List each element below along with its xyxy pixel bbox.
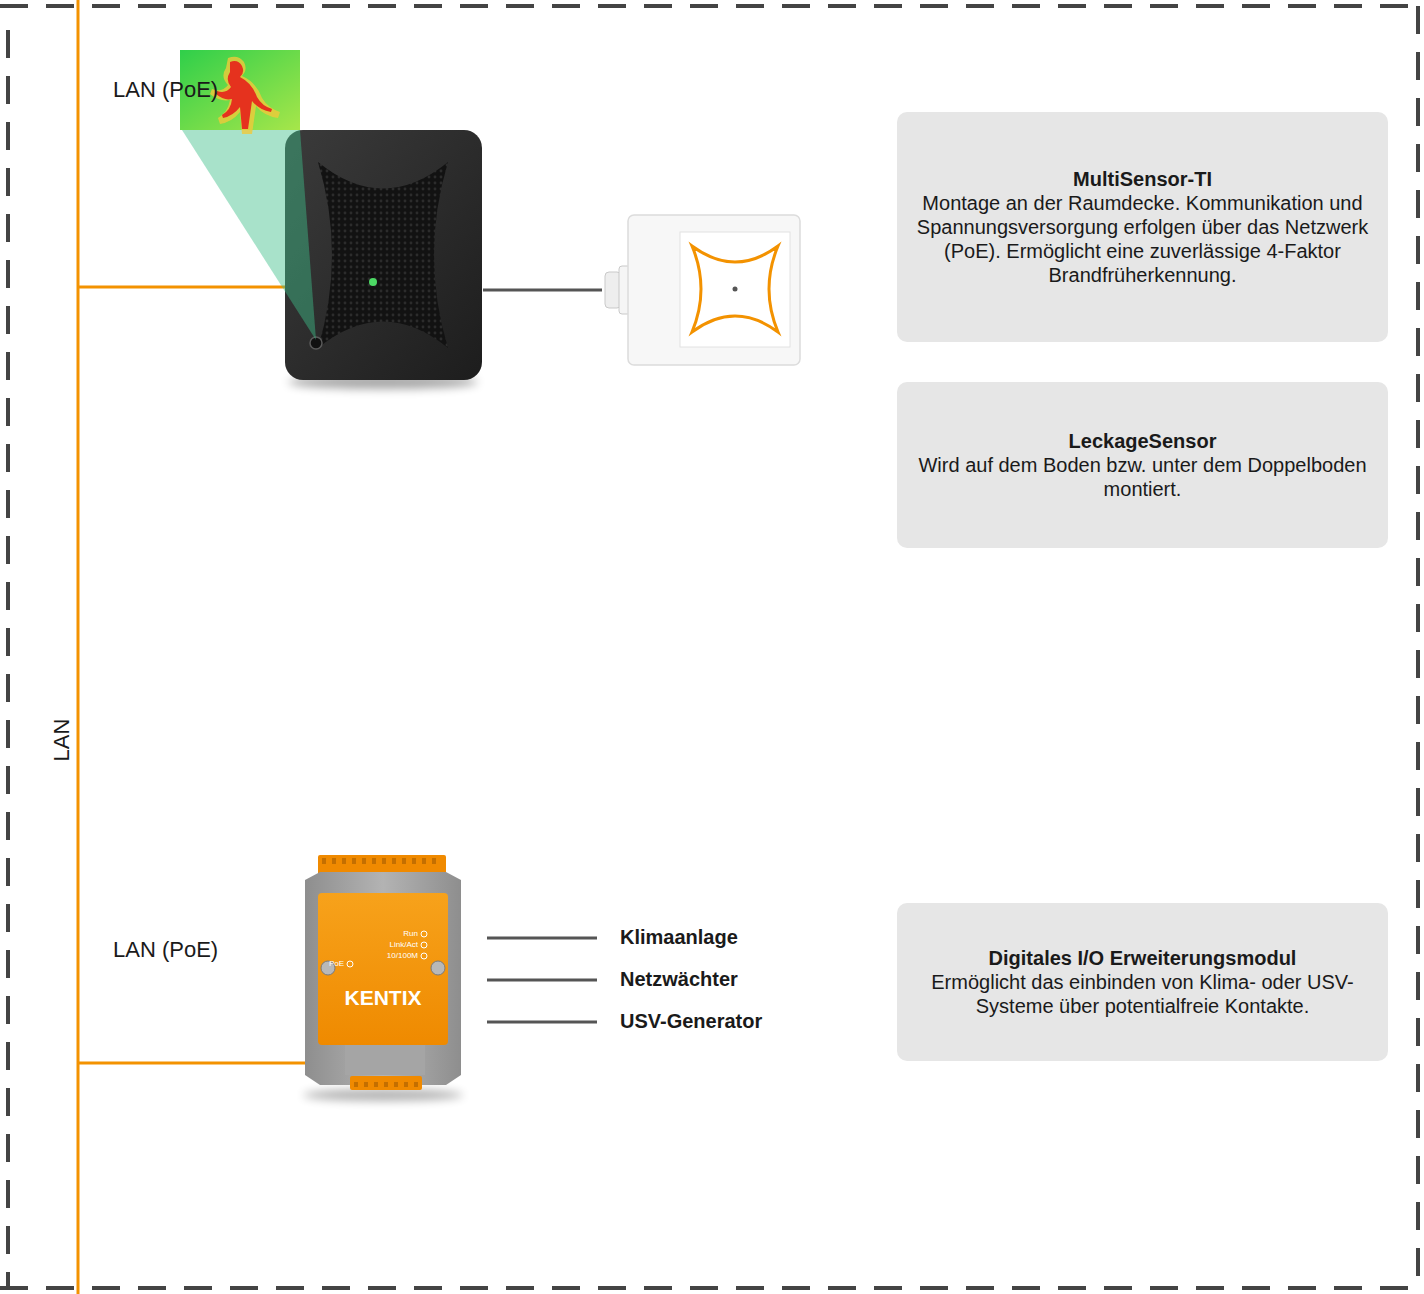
box-text: Ermöglicht das einbinden von Klima- oder… <box>911 970 1374 1018</box>
info-box: Digitales I/O ErweiterungsmodulErmöglich… <box>897 903 1388 1061</box>
led-label: 10/100M <box>387 952 418 961</box>
box-heading: Digitales I/O Erweiterungsmodul <box>911 946 1374 970</box>
io-module <box>303 855 463 1101</box>
lan-label: LAN (PoE) <box>113 78 218 102</box>
led-label: Run <box>403 930 418 939</box>
info-box: LeckageSensorWird auf dem Boden bzw. unt… <box>897 382 1388 548</box>
info-box: MultiSensor-TIMontage an der Raumdecke. … <box>897 112 1388 342</box>
led-label: Link/Act <box>390 941 418 950</box>
contact-label: Netzwächter <box>620 968 738 990</box>
lan-label: LAN (PoE) <box>113 938 218 962</box>
lan-bus <box>78 0 318 1294</box>
contact-wires <box>487 938 597 1022</box>
leakage-sensor <box>605 215 800 365</box>
box-text: Wird auf dem Boden bzw. unter dem Doppel… <box>911 453 1374 501</box>
contact-label: USV-Generator <box>620 1010 762 1032</box>
box-text: Montage an der Raumdecke. Kommunikation … <box>911 191 1374 287</box>
contact-label: Klimaanlage <box>620 926 738 948</box>
led-label: PoE <box>329 960 344 969</box>
multisensor-device <box>285 130 482 389</box>
lan-bus-label: LAN <box>50 719 74 762</box>
box-heading: LeckageSensor <box>911 429 1374 453</box>
brand-label: KENTIX <box>344 986 421 1009</box>
sensor-cable <box>483 289 602 292</box>
box-heading: MultiSensor-TI <box>911 167 1374 191</box>
dashed-frame <box>0 6 1424 1288</box>
